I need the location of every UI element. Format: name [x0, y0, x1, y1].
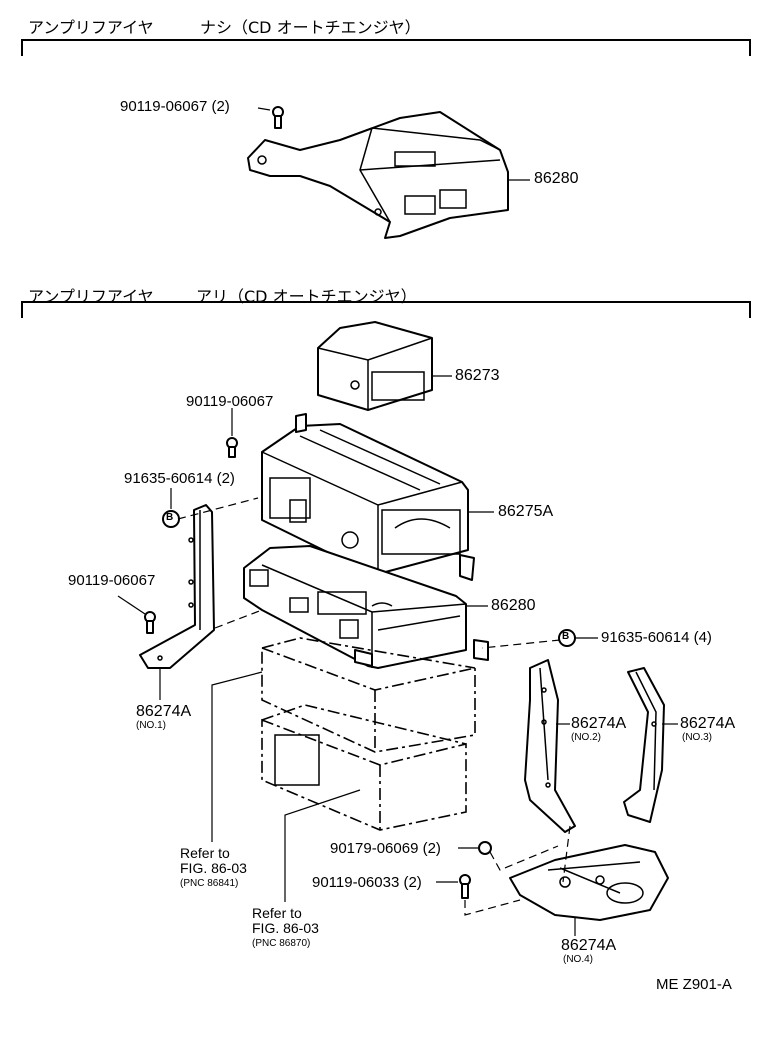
bracket-no4-shape: [509, 844, 669, 921]
leader-top-bolt: [257, 107, 271, 111]
label-amp: 86280: [491, 597, 536, 614]
bolt-b-shape: [144, 611, 156, 634]
dash-bracket2-4: [562, 825, 571, 883]
dash-nut: [489, 845, 559, 871]
dash-washer-a: [177, 497, 259, 520]
bracket-no1-shape: [139, 504, 215, 669]
ref-note-1-line3: (PNC 86841): [180, 878, 239, 889]
label-bracket1-sub: (NO.1): [136, 720, 166, 731]
ref-note-1-line2: FIG. 86-03: [180, 860, 247, 876]
bolt-c-shape: [459, 874, 471, 899]
label-bolt-a: 90119-06067: [186, 393, 274, 410]
phantom-box-upper: [261, 637, 476, 753]
figure-code: ME Z901-A: [656, 976, 732, 993]
label-bracket4-sub: (NO.4): [563, 954, 593, 965]
label-bracket4: 86274A: [561, 937, 617, 954]
label-nut: 90179-06069 (2): [330, 840, 441, 857]
cd-changer-shape: [261, 413, 475, 581]
label-washer-a: 91635-60614 (2): [124, 470, 235, 487]
washer-symbol-b: B: [562, 631, 570, 642]
phantom-box-lower: [261, 704, 467, 831]
label-washer-b: 91635-60614 (4): [601, 629, 712, 646]
section-label-without-cd: アンプリフアイヤ: [28, 18, 154, 37]
section-bracket-bottom: [21, 301, 751, 318]
label-changer: 86275A: [498, 503, 554, 520]
label-bracket3-sub: (NO.3): [682, 732, 712, 743]
ref-note-2: Refer to FIG. 86-03 (PNC 86870): [252, 906, 319, 951]
top-amplifier-shape: [247, 111, 509, 239]
leader-bolt-b: [117, 595, 146, 615]
ref-note-1-line1: Refer to: [180, 845, 230, 861]
label-bracket2-sub: (NO.2): [571, 732, 601, 743]
dash-washer-b: [481, 639, 561, 649]
label-bolt-b: 90119-06067: [68, 572, 156, 589]
dash-bracket1: [214, 609, 263, 629]
bracket-no3-shape: [623, 667, 665, 823]
dash-bolt-c: [464, 899, 521, 916]
bolt-a-shape: [226, 437, 238, 458]
label-bracket2: 86274A: [571, 715, 627, 732]
changer-magazine-shape: [317, 321, 433, 411]
label-bracket1: 86274A: [136, 703, 192, 720]
label-bracket3: 86274A: [680, 715, 736, 732]
nut-shape: [478, 841, 492, 855]
ref-note-2-line1: Refer to: [252, 905, 302, 921]
leader-ref2: [284, 789, 361, 902]
washer-symbol-a: B: [166, 512, 174, 523]
ref-note-2-line2: FIG. 86-03: [252, 920, 319, 936]
ref-note-2-line3: (PNC 86870): [252, 938, 311, 949]
label-top-amp: 86280: [534, 170, 579, 187]
label-magazine: 86273: [455, 367, 500, 384]
leader-ref1: [211, 671, 263, 842]
label-top-bolt: 90119-06067 (2): [120, 98, 230, 115]
ref-note-1: Refer to FIG. 86-03 (PNC 86841): [180, 846, 247, 891]
bracket-no2-shape: [524, 659, 576, 833]
top-bolt-shape: [272, 106, 284, 129]
label-bolt-c: 90119-06033 (2): [312, 874, 422, 891]
amplifier-shape: [243, 545, 489, 669]
section-bracket-top: [21, 39, 751, 56]
section-condition-without-cd: ナシ（CD オートチエンジヤ）: [200, 18, 421, 37]
